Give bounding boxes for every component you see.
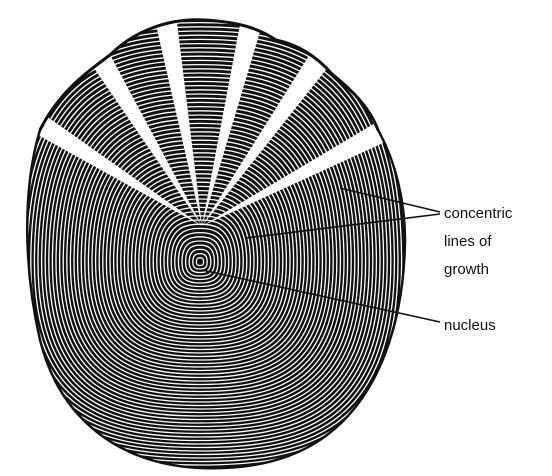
fish-scale	[0, 2, 423, 476]
growth-label-line3: growth	[444, 261, 489, 278]
nucleus-label: nucleus	[444, 317, 496, 334]
growth-label-line1: concentric	[444, 205, 513, 222]
growth-label-line2: lines of	[444, 233, 492, 250]
